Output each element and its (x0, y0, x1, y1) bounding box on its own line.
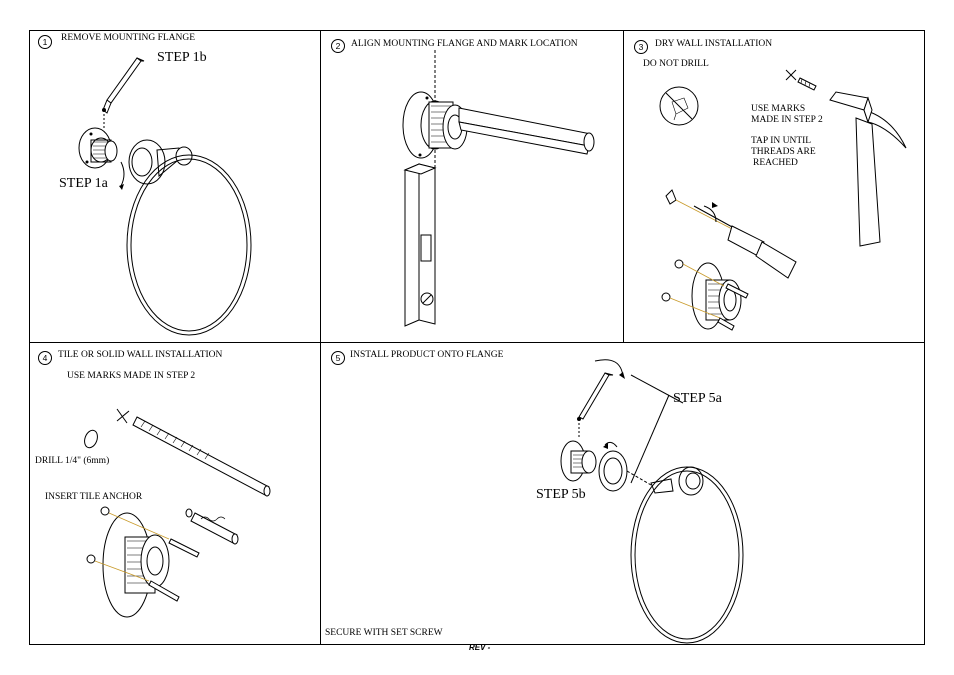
screw-icon (661, 259, 749, 331)
divider-row (29, 342, 925, 343)
mounting-flange-icon (102, 512, 170, 618)
mounting-flange-icon (691, 262, 742, 330)
towel-ring-icon (598, 450, 744, 644)
step-5-illustration (560, 359, 744, 644)
step-1b-label: STEP 1b (157, 50, 207, 65)
step-number: 4 (38, 351, 52, 365)
use-marks-label: USE MARKS MADE IN STEP 2 (67, 371, 196, 381)
step-title: TILE OR SOLID WALL INSTALLATION (58, 350, 223, 360)
divider-2-3 (623, 30, 624, 343)
step-3-illustration (659, 69, 907, 331)
do-not-drill-label: DO NOT DRILL (643, 59, 709, 69)
no-drill-icon (659, 86, 699, 126)
step-5b-label: STEP 5b (536, 487, 586, 502)
insert-anchor-label: INSERT TILE ANCHOR (45, 492, 143, 502)
tap-line-2: THREADS ARE (751, 147, 816, 157)
secure-label: SECURE WITH SET SCREW (325, 628, 443, 638)
step-title: DRY WALL INSTALLATION (655, 39, 773, 49)
drill-bit-icon (116, 408, 271, 497)
step-number: 5 (331, 351, 345, 365)
step-4-illustration (84, 408, 271, 618)
use-marks-line-1: USE MARKS (751, 104, 806, 114)
step-number: 3 (634, 40, 648, 54)
tap-line-1: TAP IN UNTIL (751, 136, 812, 146)
level-bar-icon (458, 107, 595, 155)
step-5a-label: STEP 5a (673, 391, 722, 406)
step-number: 2 (331, 39, 345, 53)
wall-anchor-icon (785, 69, 817, 91)
tile-anchor-icon (185, 508, 239, 545)
drill-mark-circle (84, 429, 98, 449)
mounting-flange-icon (78, 127, 118, 169)
instruction-sheet (29, 30, 925, 645)
step-title: ALIGN MOUNTING FLANGE AND MARK LOCATION (351, 39, 578, 49)
step-1-illustration (78, 57, 252, 336)
mounting-flange-icon (560, 440, 597, 482)
use-marks-line-2: MADE IN STEP 2 (751, 115, 823, 125)
drill-label: DRILL 1/4" (6mm) (35, 456, 110, 466)
screwdriver-icon (665, 189, 797, 279)
screw-icon (86, 506, 200, 602)
step-title: INSTALL PRODUCT ONTO FLANGE (350, 350, 504, 360)
step-number: 1 (38, 35, 52, 49)
tap-line-3: REACHED (753, 158, 798, 168)
step-title: REMOVE MOUNTING FLANGE (61, 33, 196, 43)
level-tool-icon (403, 163, 437, 327)
step-2-illustration (402, 50, 595, 327)
step-1a-label: STEP 1a (59, 176, 108, 191)
hex-key-icon (578, 372, 614, 420)
towel-ring-icon (126, 139, 252, 336)
divider-1-2 (320, 30, 321, 645)
mounting-flange-icon (402, 91, 468, 159)
hex-key-icon (102, 57, 145, 114)
revision-label: REV - (469, 643, 491, 652)
hammer-icon (829, 91, 907, 247)
